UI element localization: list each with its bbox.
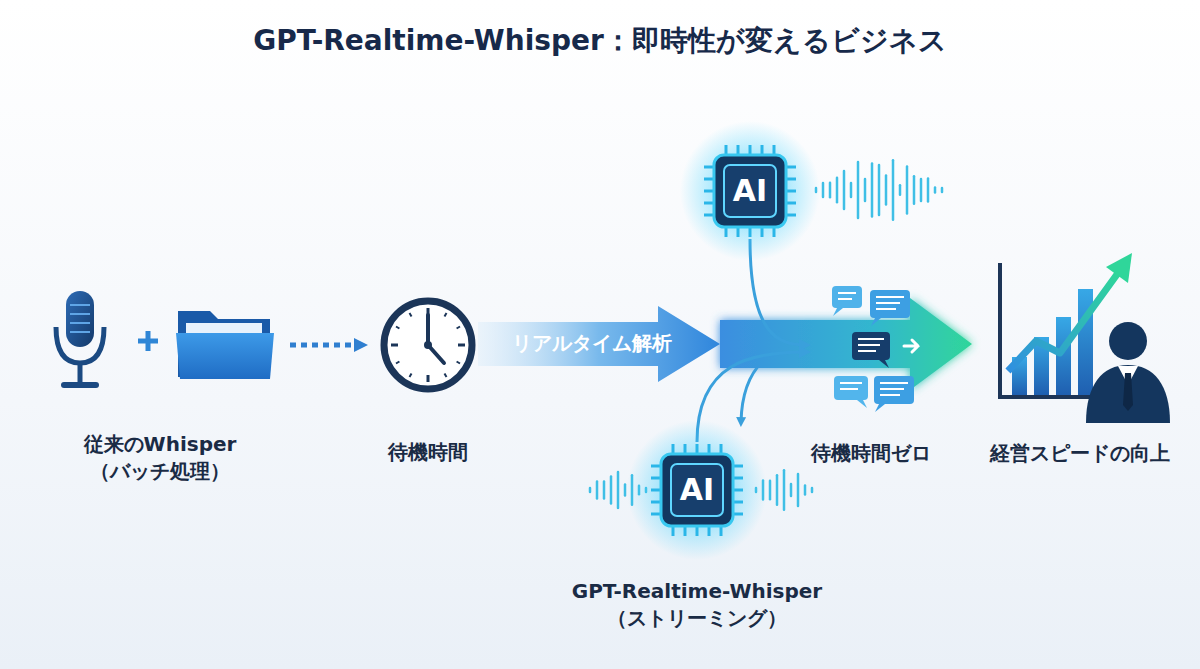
chip-label: AI xyxy=(702,173,798,209)
wave-stroke xyxy=(885,176,888,205)
dashed-arrow xyxy=(290,343,362,348)
node-label: GPT-Realtime-Whisper （ストリーミング） xyxy=(566,578,828,632)
wave-stroke xyxy=(927,179,930,202)
band-label: リアルタイム解析 xyxy=(492,330,692,357)
wave-stroke xyxy=(913,176,916,203)
wave-stroke xyxy=(934,187,937,192)
wave-stroke xyxy=(617,472,620,508)
node-label: 従来のWhisper （バッチ処理） xyxy=(71,431,249,485)
diagram-node: 待機時間ゼロ xyxy=(806,280,936,471)
wave-stroke xyxy=(857,162,860,218)
clock-icon xyxy=(376,293,480,397)
wave-stroke xyxy=(843,171,846,209)
wave-stroke xyxy=(864,179,867,201)
wave-stroke xyxy=(871,164,874,217)
wave-stroke xyxy=(769,481,772,500)
wave-stroke xyxy=(836,178,839,203)
wave-stroke xyxy=(941,188,944,192)
chat-bubbles xyxy=(806,280,936,415)
wave-stroke xyxy=(899,185,902,195)
wave-stroke xyxy=(603,481,606,498)
node-label: 待機時間 xyxy=(366,439,490,466)
diagram-title: GPT-Realtime-Whisper：即時性が変えるビジネス xyxy=(0,22,1200,60)
node-label: 待機時間ゼロ xyxy=(806,440,936,467)
diagram-node: AI xyxy=(702,143,798,239)
wave-stroke xyxy=(797,474,800,506)
branch-arrow xyxy=(741,362,762,422)
wave-stroke xyxy=(783,470,786,509)
wave-stroke xyxy=(589,488,592,492)
wave-stroke xyxy=(822,183,825,197)
wave-stroke xyxy=(829,183,832,198)
wave-stroke xyxy=(892,160,895,220)
diagram-node: 経営スピードの向上 xyxy=(972,245,1187,471)
wave-stroke xyxy=(610,477,613,504)
growth-chart-person xyxy=(972,245,1187,425)
wave-stroke xyxy=(790,484,793,496)
node-label: 経営スピードの向上 xyxy=(972,440,1187,467)
wave-stroke xyxy=(804,486,807,495)
chip-label: AI xyxy=(649,472,745,508)
wave-stroke xyxy=(878,165,881,215)
wave-stroke xyxy=(624,484,627,495)
diagram-node: AI GPT-Realtime-Whisper （ストリーミング） xyxy=(547,442,847,636)
diagram-node: 従来のWhisper （バッチ処理） xyxy=(30,283,290,489)
wave-stroke xyxy=(906,167,909,214)
wave-stroke xyxy=(776,475,779,504)
diagram-node: リアルタイム解析 xyxy=(478,306,720,382)
diagram-node: 待機時間 xyxy=(366,293,490,470)
wave-stroke xyxy=(920,179,923,201)
mic-folder-icon xyxy=(30,283,290,398)
wave-stroke xyxy=(596,481,599,498)
wave-stroke xyxy=(850,183,853,197)
wave-stroke xyxy=(811,488,814,492)
